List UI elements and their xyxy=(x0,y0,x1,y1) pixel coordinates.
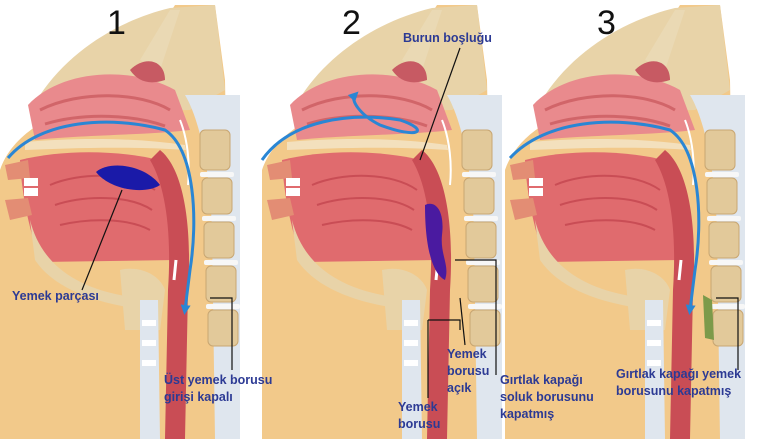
label-epiglottis-closes-esophagus: Gırtlak kapağı yemek borusunu kapatmış xyxy=(616,366,741,400)
label-epiglottis-closes-trachea: Gırtlak kapağı soluk borusunu kapatmış xyxy=(500,372,594,423)
label-food-bolus: Yemek parçası xyxy=(12,288,99,305)
label-esophagus-open: Yemek borusu açık xyxy=(447,346,489,397)
label-upper-esophagus-closed: Üst yemek borusu girişi kapalı xyxy=(164,372,272,406)
label-esophagus: Yemek borusu xyxy=(398,399,440,433)
panel-number-1: 1 xyxy=(107,4,126,43)
panel-number-2: 2 xyxy=(342,4,361,43)
panel-number-3: 3 xyxy=(597,4,616,43)
label-nasal-cavity: Burun boşluğu xyxy=(403,30,492,47)
